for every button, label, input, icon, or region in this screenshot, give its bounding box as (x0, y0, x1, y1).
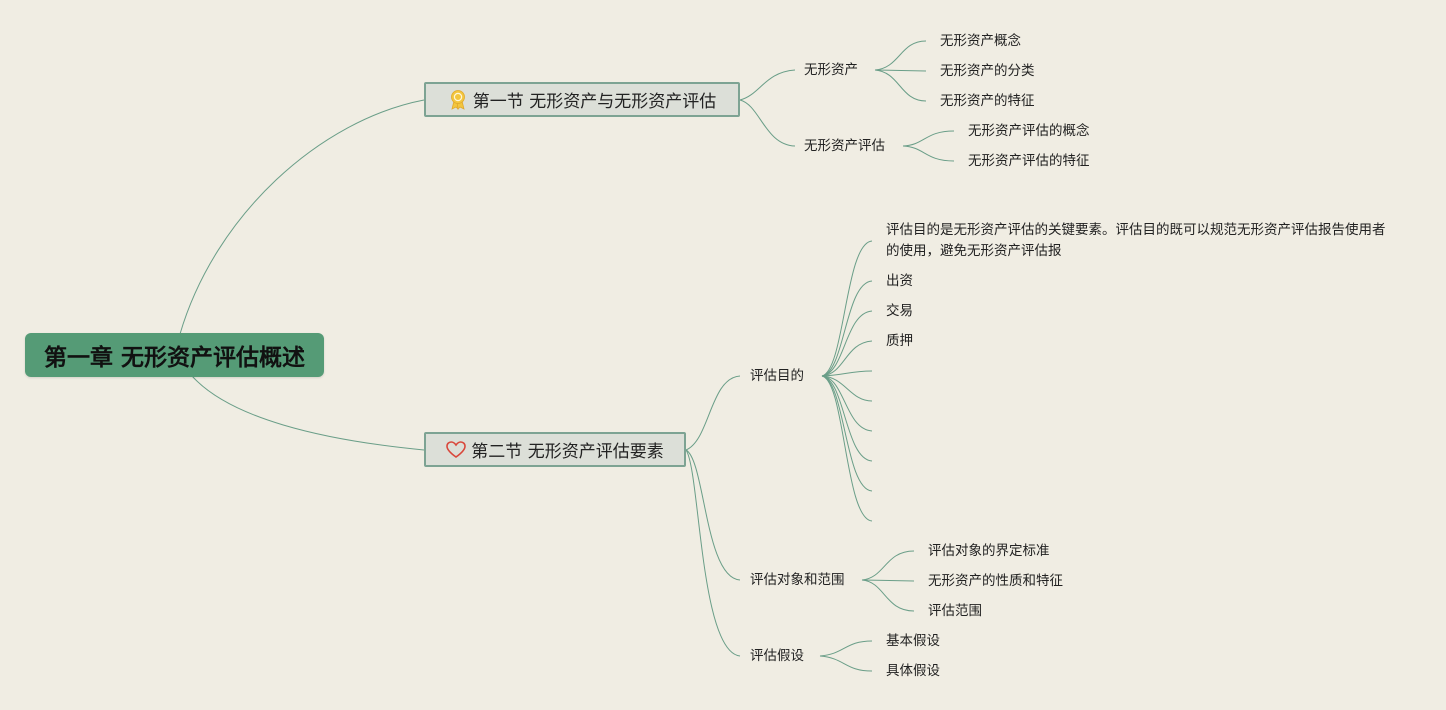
link-sec1-topic1 (739, 69, 796, 101)
leaf-node[interactable]: 评估对象的界定标准 (928, 543, 1050, 559)
link-purpose-c3 (821, 310, 873, 377)
link-sec1-topic2 (739, 99, 796, 147)
link-topic2-c2 (902, 145, 955, 162)
section-2-title: 第二节 无形资产评估要素 (471, 442, 664, 462)
link-purpose-c8 (821, 375, 873, 462)
section-1-node[interactable]: 第一节 无形资产与无形资产评估 (424, 82, 740, 117)
link-purpose-c2 (821, 280, 873, 377)
root-node[interactable]: 第一章 无形资产评估概述 (25, 333, 324, 377)
leaf-node[interactable]: 无形资产概念 (940, 33, 1021, 49)
root-title: 第一章 无形资产评估概述 (43, 345, 305, 371)
leaf-node[interactable]: 无形资产评估的特征 (968, 153, 1090, 169)
link-assume-c1 (819, 640, 873, 657)
heart-icon (446, 440, 467, 460)
link-purpose-c7 (821, 375, 873, 432)
link-topic2-c1 (902, 130, 955, 147)
leaf-node[interactable]: 无形资产的分类 (940, 63, 1035, 79)
leaf-node[interactable]: 交易 (886, 303, 913, 319)
link-purpose-c5 (821, 370, 873, 377)
leaf-node[interactable]: 无形资产的性质和特征 (928, 573, 1063, 589)
leaf-node[interactable]: 具体假设 (886, 663, 940, 679)
link-object-c1 (861, 550, 915, 581)
leaf-node[interactable]: 质押 (886, 333, 913, 349)
link-assume-c2 (819, 655, 873, 672)
link-sec2-assume (685, 449, 741, 657)
link-purpose-c9 (821, 375, 873, 492)
leaf-node[interactable]: 评估目的是无形资产评估的关键要素。评估目的既可以规范无形资产评估报告使用者的使用… (886, 222, 1386, 259)
topic-object-and-scope[interactable]: 评估对象和范围 (750, 572, 845, 588)
section-1-title: 第一节 无形资产与无形资产评估 (472, 92, 717, 112)
link-sec2-object (685, 449, 741, 581)
link-topic1-c3 (874, 69, 927, 102)
link-purpose-c4 (821, 340, 873, 377)
link-root-sec1 (179, 99, 425, 335)
leaf-node[interactable]: 基本假设 (886, 633, 940, 649)
leaf-node[interactable]: 无形资产的特征 (940, 93, 1035, 109)
topic-valuation-purpose[interactable]: 评估目的 (750, 368, 804, 384)
link-purpose-c1 (821, 240, 873, 377)
section-2-node[interactable]: 第二节 无形资产评估要素 (424, 432, 686, 467)
topic-intangible-assets[interactable]: 无形资产 (804, 62, 858, 78)
topic-intangible-asset-valuation[interactable]: 无形资产评估 (804, 138, 885, 154)
link-sec2-purpose (685, 375, 741, 451)
topic-assumptions[interactable]: 评估假设 (750, 648, 804, 664)
link-topic1-c1 (874, 40, 927, 71)
link-object-c3 (861, 579, 915, 612)
link-purpose-c10 (821, 375, 873, 522)
leaf-node[interactable]: 评估范围 (928, 603, 982, 619)
award-ribbon-icon (448, 89, 468, 110)
link-topic1-c2 (874, 69, 927, 72)
link-root-sec2 (191, 375, 425, 451)
leaf-node[interactable]: 无形资产评估的概念 (968, 123, 1090, 139)
link-purpose-c6 (821, 375, 873, 402)
leaf-node[interactable]: 出资 (886, 273, 913, 289)
link-object-c2 (861, 579, 915, 582)
